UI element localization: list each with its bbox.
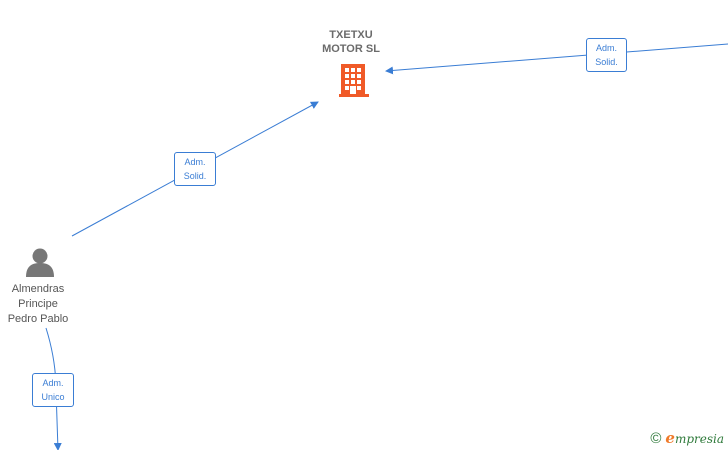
edge-label-line1: Adm. [42, 378, 64, 388]
edge-right-to-company [385, 43, 728, 75]
building-icon[interactable] [339, 64, 369, 97]
edge-label-line2: Solid. [183, 171, 207, 181]
copyright-icon: © [650, 429, 662, 447]
edge-label-right-company[interactable]: Adm. Solid. [586, 38, 627, 72]
edge-label-person-below[interactable]: Adm. Unico [32, 373, 74, 407]
company-name[interactable]: TXETXU MOTOR SL [311, 28, 391, 56]
person-name-line2: Principe [18, 298, 58, 310]
company-name-line2: MOTOR SL [322, 43, 380, 55]
company-name-line1: TXETXU [329, 29, 373, 41]
edge-label-line2: Solid. [595, 57, 618, 67]
person-icon[interactable] [26, 248, 54, 278]
person-name-line3: Pedro Pablo [7, 313, 69, 325]
edge-label-person-company[interactable]: Adm. Solid. [174, 152, 216, 186]
brand-initial: e [665, 429, 675, 447]
brand-rest: mpresia [674, 432, 724, 446]
person-name-line1: Almendras [11, 283, 65, 295]
edge-label-line1: Adm. [595, 43, 617, 53]
edge-label-line2: Unico [41, 392, 65, 402]
footer-brand: © empresia [650, 429, 724, 447]
edge-label-line1: Adm. [184, 157, 206, 167]
person-name[interactable]: Almendras Principe Pedro Pablo [0, 282, 78, 327]
brand-logo: empresia [665, 429, 724, 447]
